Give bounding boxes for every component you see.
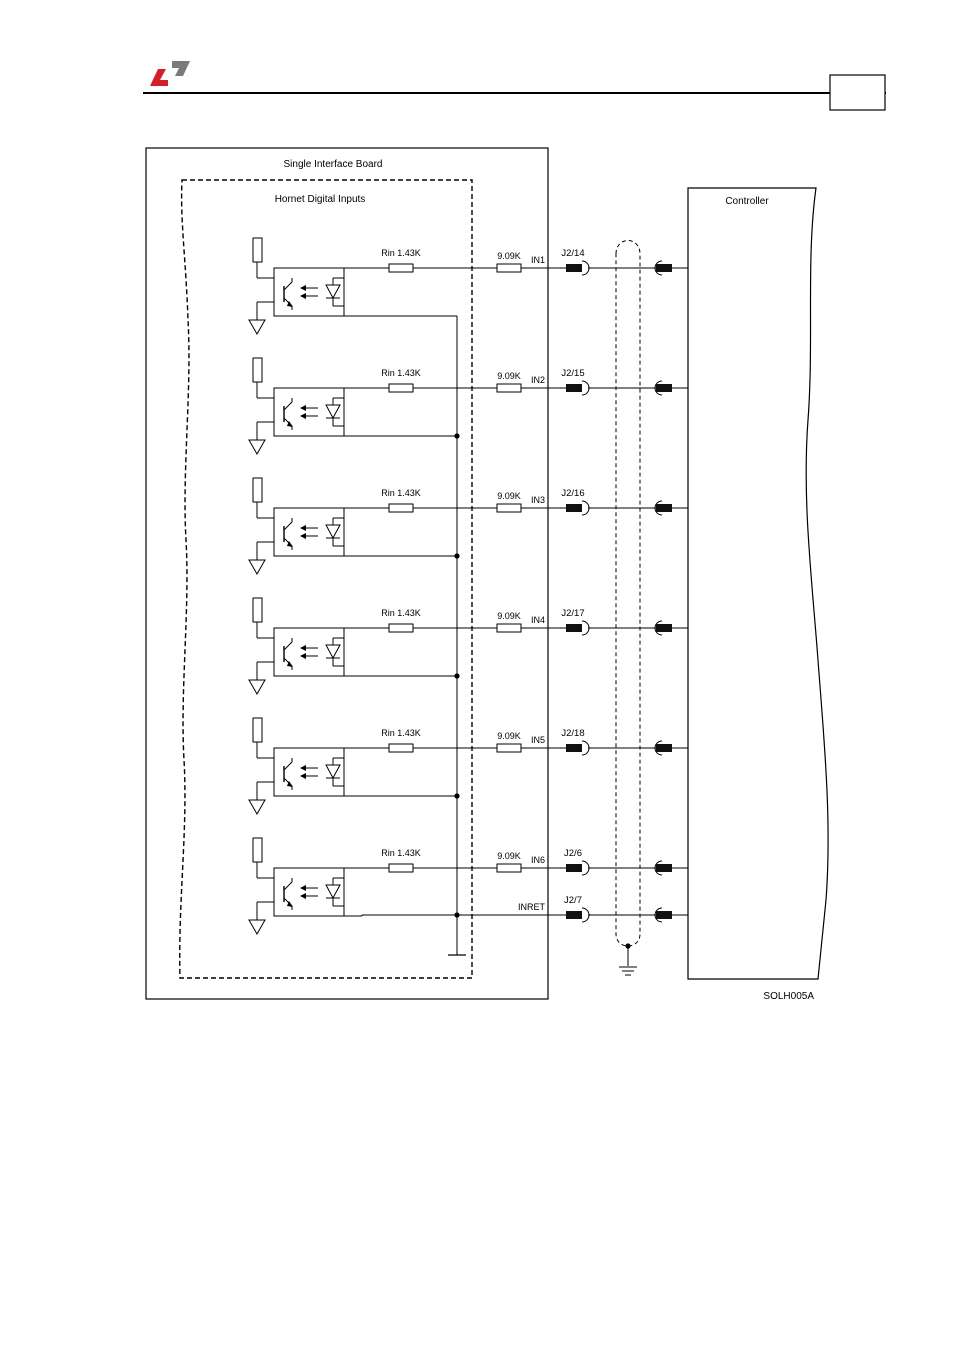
pin-label: J2/6 [564, 848, 582, 859]
elmo-logo [150, 61, 190, 86]
series-resistor-label: 9.09K [497, 851, 521, 861]
connector-5-socket-arc [582, 741, 589, 755]
ground-icon [249, 680, 265, 694]
series-resistor [497, 744, 521, 752]
connector-5-plug [566, 744, 582, 752]
return-channel: INRET J2/7 [457, 895, 688, 922]
series-resistor [497, 504, 521, 512]
controller-title: Controller [725, 196, 769, 207]
pin-label: J2/16 [561, 488, 584, 499]
logo-gray-mark [172, 61, 190, 76]
input-channel-2: Rin 1.43K 9.09K IN2 J2/15 [249, 358, 688, 454]
connector-6-socket-arc [582, 861, 589, 875]
pullup-resistor [253, 598, 262, 622]
connector-return-controller-plug [656, 911, 672, 919]
rin-label: Rin 1.43K [381, 608, 421, 618]
connector-1-plug [566, 264, 582, 272]
bus-junction-dot [454, 673, 459, 678]
bus-junction-dot [454, 433, 459, 438]
connector-return-socket-arc [582, 908, 589, 922]
rin-label: Rin 1.43K [381, 368, 421, 378]
rin-resistor [389, 864, 413, 872]
connector-3-plug [566, 504, 582, 512]
input-channel-3: Rin 1.43K 9.09K IN3 J2/16 [249, 478, 688, 574]
series-resistor-label: 9.09K [497, 731, 521, 741]
connector-4-controller-plug [656, 624, 672, 632]
connector-2-controller-plug [656, 384, 672, 392]
signal-label: IN5 [531, 735, 545, 745]
signal-label: IN2 [531, 375, 545, 385]
bus-junction-dot [454, 793, 459, 798]
return-signal-label: INRET [518, 902, 546, 912]
series-resistor-label: 9.09K [497, 251, 521, 261]
cable-shield [616, 241, 640, 947]
figure-code: SOLH005A [763, 991, 814, 1002]
connector-3-socket-arc [582, 501, 589, 515]
connector-5-controller-plug [656, 744, 672, 752]
connector-1-socket-arc [582, 261, 589, 275]
series-resistor [497, 864, 521, 872]
signal-label: IN1 [531, 255, 545, 265]
series-resistor-label: 9.09K [497, 371, 521, 381]
rin-resistor [389, 504, 413, 512]
pin-label: J2/17 [561, 608, 584, 619]
input-channel-1: Rin 1.43K 9.09K IN1 J2/14 [249, 238, 688, 334]
ground-icon [249, 320, 265, 334]
rin-label: Rin 1.43K [381, 848, 421, 858]
connector-2-socket-arc [582, 381, 589, 395]
pullup-resistor [253, 238, 262, 262]
input-channel-5: Rin 1.43K 9.09K IN5 J2/18 [249, 718, 688, 814]
inputs-group-title: Hornet Digital Inputs [275, 194, 366, 205]
single-interface-board-outline [146, 148, 548, 999]
chassis-ground-icon [619, 967, 637, 975]
rin-label: Rin 1.43K [381, 488, 421, 498]
series-resistor [497, 264, 521, 272]
series-resistor [497, 624, 521, 632]
connector-6-controller-plug [656, 864, 672, 872]
controller-outline [688, 188, 828, 979]
pullup-resistor [253, 838, 262, 862]
ground-icon [249, 560, 265, 574]
pullup-resistor [253, 478, 262, 502]
pullup-resistor [253, 718, 262, 742]
connector-4-plug [566, 624, 582, 632]
rin-resistor [389, 744, 413, 752]
series-resistor [497, 384, 521, 392]
pin-label: J2/14 [561, 248, 584, 259]
signal-label: IN4 [531, 615, 545, 625]
input-channel-4: Rin 1.43K 9.09K IN4 J2/17 [249, 598, 688, 694]
ground-icon [249, 920, 265, 934]
rin-resistor [389, 384, 413, 392]
connector-3-controller-plug [656, 504, 672, 512]
signal-label: IN3 [531, 495, 545, 505]
series-resistor-label: 9.09K [497, 611, 521, 621]
series-resistor-label: 9.09K [497, 491, 521, 501]
board-title: Single Interface Board [284, 159, 383, 170]
pullup-resistor [253, 358, 262, 382]
return-pin-label: J2/7 [564, 895, 582, 906]
pin-label: J2/15 [561, 368, 584, 379]
connector-return-plug [566, 911, 582, 919]
connector-6-plug [566, 864, 582, 872]
connector-1-controller-plug [656, 264, 672, 272]
logo-red-mark [150, 69, 168, 86]
connector-4-socket-arc [582, 621, 589, 635]
rin-label: Rin 1.43K [381, 248, 421, 258]
signal-label: IN6 [531, 855, 545, 865]
pin-label: J2/18 [561, 728, 584, 739]
rin-resistor [389, 624, 413, 632]
rin-label: Rin 1.43K [381, 728, 421, 738]
rin-resistor [389, 264, 413, 272]
input-channel-6: Rin 1.43K 9.09K IN6 J2/6 [249, 838, 688, 934]
bus-junction-dot [454, 553, 459, 558]
connector-2-plug [566, 384, 582, 392]
ground-icon [249, 440, 265, 454]
ground-icon [249, 800, 265, 814]
page-number-box [830, 75, 885, 110]
